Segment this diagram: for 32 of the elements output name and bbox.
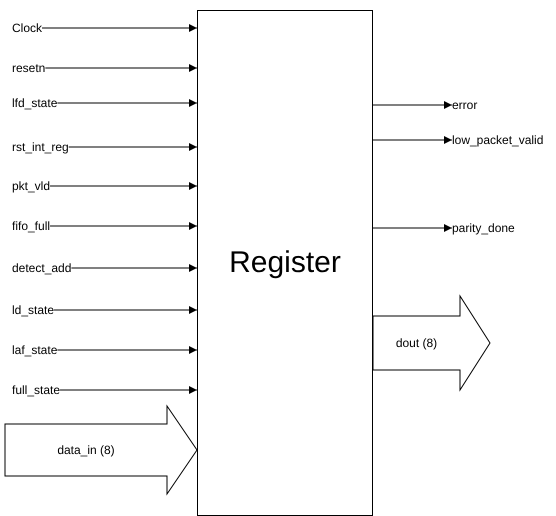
arrow — [50, 182, 198, 190]
signal-name: fifo_full — [12, 218, 50, 234]
arrow — [54, 306, 198, 314]
bus-label: dout (8) — [396, 335, 438, 351]
arrow — [56, 99, 198, 107]
arrow — [372, 101, 452, 109]
signal-name: low_packet_valid — [452, 132, 544, 148]
signal-name: detect_add — [12, 260, 72, 276]
signal-name: Clock — [12, 20, 42, 36]
arrow — [70, 264, 198, 272]
arrow — [42, 24, 198, 32]
register-block — [197, 10, 373, 516]
signal-name: parity_done — [452, 220, 515, 236]
arrow — [44, 64, 198, 72]
bus-arrow — [372, 294, 491, 392]
bus-label: data_in (8) — [57, 442, 115, 458]
signal-name: error — [452, 97, 478, 113]
arrow — [68, 143, 198, 151]
signal-name: full_state — [12, 382, 60, 398]
arrow — [60, 386, 198, 394]
block-title: Register — [229, 246, 341, 280]
signal-name: lfd_state — [12, 95, 58, 111]
bus-arrow — [4, 404, 198, 496]
signal-name: ld_state — [12, 302, 54, 318]
signal-name: pkt_vld — [12, 178, 50, 194]
signal-name: rst_int_reg — [12, 139, 69, 155]
arrow — [372, 136, 452, 144]
arrow — [372, 224, 452, 232]
arrow — [56, 346, 198, 354]
arrow — [50, 222, 198, 230]
signal-name: laf_state — [12, 342, 58, 358]
signal-name: resetn — [12, 60, 46, 76]
